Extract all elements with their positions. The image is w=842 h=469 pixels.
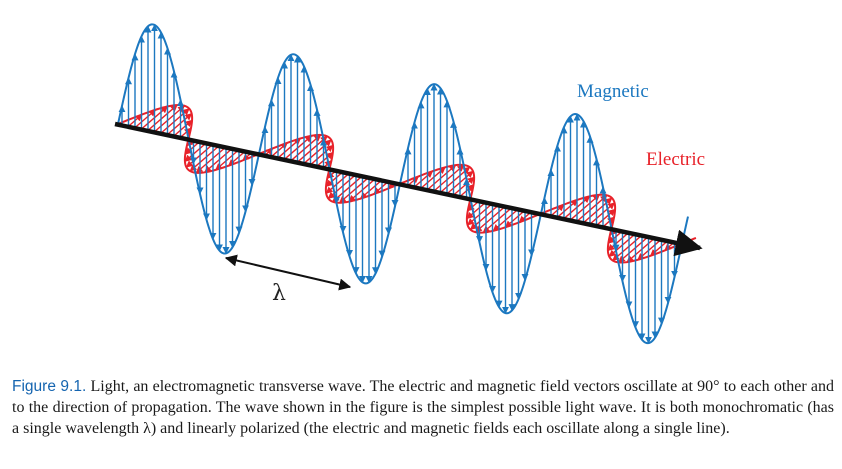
electric-field-vector [433, 164, 465, 192]
electric-field-vector [310, 144, 334, 166]
electric-field-vector [618, 235, 649, 263]
electric-field-vector [325, 171, 344, 187]
electric-label: Electric [646, 149, 705, 170]
magnetic-field-wave [117, 23, 689, 345]
electric-field-vector [325, 172, 350, 194]
electromagnetic-wave-diagram: λ Magnetic Electric [114, 23, 705, 345]
magnetic-label: Magnetic [577, 81, 649, 102]
electric-field-vector [359, 179, 383, 200]
electric-field-vector [154, 105, 185, 133]
electric-field-vector [589, 202, 616, 225]
electric-field-vector [180, 127, 192, 138]
electric-field-vector [583, 197, 613, 224]
electric-field-vector [167, 113, 193, 136]
caption-label: Figure 9.1. [12, 378, 87, 395]
electric-field-vector [407, 175, 419, 186]
electric-field-vector [316, 151, 334, 167]
electric-field-vector [227, 150, 246, 167]
electric-field-vector [134, 109, 157, 129]
propagation-axis-arrow [114, 121, 703, 257]
electric-field-vector [453, 176, 475, 196]
electric-field-vector [414, 170, 434, 188]
electric-field-vector [626, 237, 656, 263]
electric-field-vector [596, 208, 616, 226]
electric-field-vector [649, 240, 669, 257]
wavelength-label: λ [272, 281, 286, 306]
electric-field-vector [277, 137, 301, 159]
electric-field-vector [504, 209, 526, 228]
electric-field-vector [427, 164, 457, 191]
electric-field-vector [482, 206, 513, 234]
electric-field-vector [602, 216, 615, 228]
electric-field-vector [466, 201, 487, 220]
electric-field-vector [570, 194, 601, 221]
electric-field-vector [173, 119, 193, 137]
electric-field-vector [290, 134, 322, 162]
figure-caption: Figure 9.1. Light, an electromagnetic tr… [12, 376, 834, 439]
electric-field-vector [160, 108, 190, 134]
caption-text: Light, an electromagnetic transverse wav… [12, 378, 834, 437]
electric-field-vector [204, 147, 233, 173]
wavelength-arrow [224, 254, 352, 291]
electric-field-vector [327, 173, 357, 200]
electric-field-vector [557, 199, 579, 218]
electric-field-vector [195, 146, 227, 174]
electric-field-vector [474, 205, 506, 233]
electric-field-vector [576, 194, 608, 222]
electric-field-vector [147, 104, 178, 131]
electric-field-vector [184, 142, 207, 162]
electric-field-vector [607, 231, 630, 252]
electric-field-vector [339, 176, 370, 204]
